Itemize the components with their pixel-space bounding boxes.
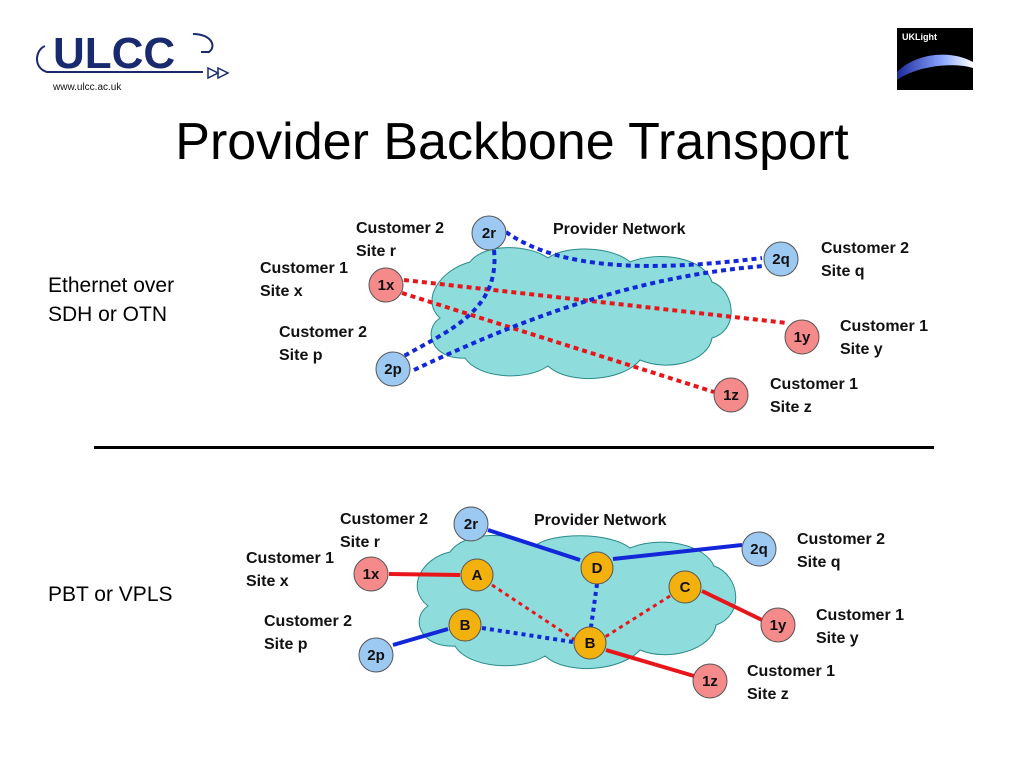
- diagram-ethernet-over-sdh: 2r 2q 1x 1y 2p 1z Provider Network Custo…: [260, 215, 928, 416]
- ulcc-logo: ULCC www.ulcc.ac.uk: [36, 29, 230, 93]
- node2-1x-label: 1x: [363, 566, 380, 583]
- node-provider-C-label: C: [680, 579, 691, 596]
- site-1z-line2: Site z: [770, 399, 812, 416]
- link-1x-1z: [401, 291, 715, 394]
- site-1z-line1: Customer 1: [770, 376, 858, 393]
- node-provider-D: D: [580, 551, 614, 585]
- node2-2q-label: 2q: [750, 541, 768, 558]
- node-provider-A-label: A: [472, 567, 483, 584]
- node2-2p: 2p: [358, 637, 394, 673]
- site-2p-line1: Customer 2: [279, 324, 367, 341]
- site-2p-line2: Site p: [279, 347, 323, 364]
- site2-2r-line2: Site r: [340, 534, 380, 551]
- site2-2q-line2: Site q: [797, 554, 841, 571]
- node-provider-D-label: D: [592, 560, 603, 577]
- site-2q-line1: Customer 2: [821, 240, 909, 257]
- provider-network-label-2: Provider Network: [534, 512, 667, 529]
- node-1z: 1z: [713, 377, 749, 413]
- site-1y-line1: Customer 1: [840, 318, 928, 335]
- link-D-2q: [612, 543, 743, 561]
- site-2r-line1: Customer 2: [356, 220, 444, 237]
- site2-1x-line2: Site x: [246, 573, 289, 590]
- link-2r-D: [487, 528, 581, 562]
- page-title: Provider Backbone Transport: [175, 113, 849, 171]
- node-provider-B1-label: B: [460, 617, 471, 634]
- node-1y: 1y: [784, 319, 820, 355]
- section1-label: Ethernet over SDH or OTN: [48, 271, 174, 329]
- node-2r: 2r: [471, 215, 507, 251]
- section1-label-line1: Ethernet over: [48, 274, 175, 297]
- link-1x-1y: [403, 278, 788, 325]
- site-1y-line2: Site y: [840, 341, 883, 358]
- link-2r-2q: [504, 230, 763, 268]
- site2-2p-line2: Site p: [264, 636, 308, 653]
- site2-2p-line1: Customer 2: [264, 613, 352, 630]
- node-2q: 2q: [763, 241, 799, 277]
- node-1z-label: 1z: [723, 387, 739, 404]
- node2-1y: 1y: [760, 607, 796, 643]
- link-A-B2: [491, 583, 576, 642]
- node2-2r: 2r: [453, 506, 489, 542]
- site2-1z-line2: Site z: [747, 686, 789, 703]
- site2-2r-line1: Customer 2: [340, 511, 428, 528]
- node-provider-A: A: [460, 558, 494, 592]
- section1-label-line2: SDH or OTN: [48, 303, 168, 326]
- node-1y-label: 1y: [794, 329, 811, 346]
- ulcc-url: www.ulcc.ac.uk: [52, 82, 122, 93]
- node-provider-B2-label: B: [585, 635, 596, 652]
- link-B2-1z: [605, 648, 695, 678]
- node-1x-label: 1x: [378, 277, 395, 294]
- node-2r-label: 2r: [482, 225, 496, 242]
- section2-label: PBT or VPLS: [48, 583, 173, 606]
- node2-1z-label: 1z: [702, 673, 718, 690]
- site-2r-line2: Site r: [356, 243, 396, 260]
- uklight-swoosh-icon: [897, 54, 973, 80]
- node2-2p-label: 2p: [367, 647, 385, 664]
- ulcc-logo-text: ULCC: [53, 29, 175, 78]
- node2-1x: 1x: [353, 556, 389, 592]
- node-provider-B1: B: [448, 608, 482, 642]
- node-2q-label: 2q: [772, 251, 790, 268]
- node-provider-B2: B: [573, 626, 607, 660]
- node-provider-C: C: [668, 570, 702, 604]
- site2-2q-line1: Customer 2: [797, 531, 885, 548]
- diagram-pbt-vpls: 2r 2q 1x 1y 2p 1z A D: [246, 506, 904, 703]
- site2-1x-line1: Customer 1: [246, 550, 334, 567]
- node-2p: 2p: [375, 351, 411, 387]
- node-1x: 1x: [368, 267, 404, 303]
- link-2p-2q: [413, 264, 765, 372]
- site2-1y-line1: Customer 1: [816, 607, 904, 624]
- provider-network-label: Provider Network: [553, 221, 686, 238]
- node-2p-label: 2p: [384, 361, 402, 378]
- link-1x-A: [388, 572, 461, 577]
- section-divider: [94, 446, 934, 449]
- node2-2r-label: 2r: [464, 516, 478, 533]
- node2-1z: 1z: [692, 663, 728, 699]
- site-2q-line2: Site q: [821, 263, 865, 280]
- provider-network-cloud: [430, 247, 732, 380]
- node2-2q: 2q: [741, 531, 777, 567]
- site-1x-line2: Site x: [260, 283, 303, 300]
- link-C-B2: [604, 594, 671, 639]
- site-1x-line1: Customer 1: [260, 260, 348, 277]
- site2-1y-line2: Site y: [816, 630, 859, 647]
- link-C-1y: [701, 589, 763, 622]
- uklight-logo: UKLight: [897, 28, 973, 90]
- link-2r-2p: [403, 249, 497, 358]
- node2-1y-label: 1y: [770, 617, 787, 634]
- uklight-text: UKLight: [902, 32, 937, 42]
- site2-1z-line1: Customer 1: [747, 663, 835, 680]
- link-2p-B1: [392, 627, 449, 647]
